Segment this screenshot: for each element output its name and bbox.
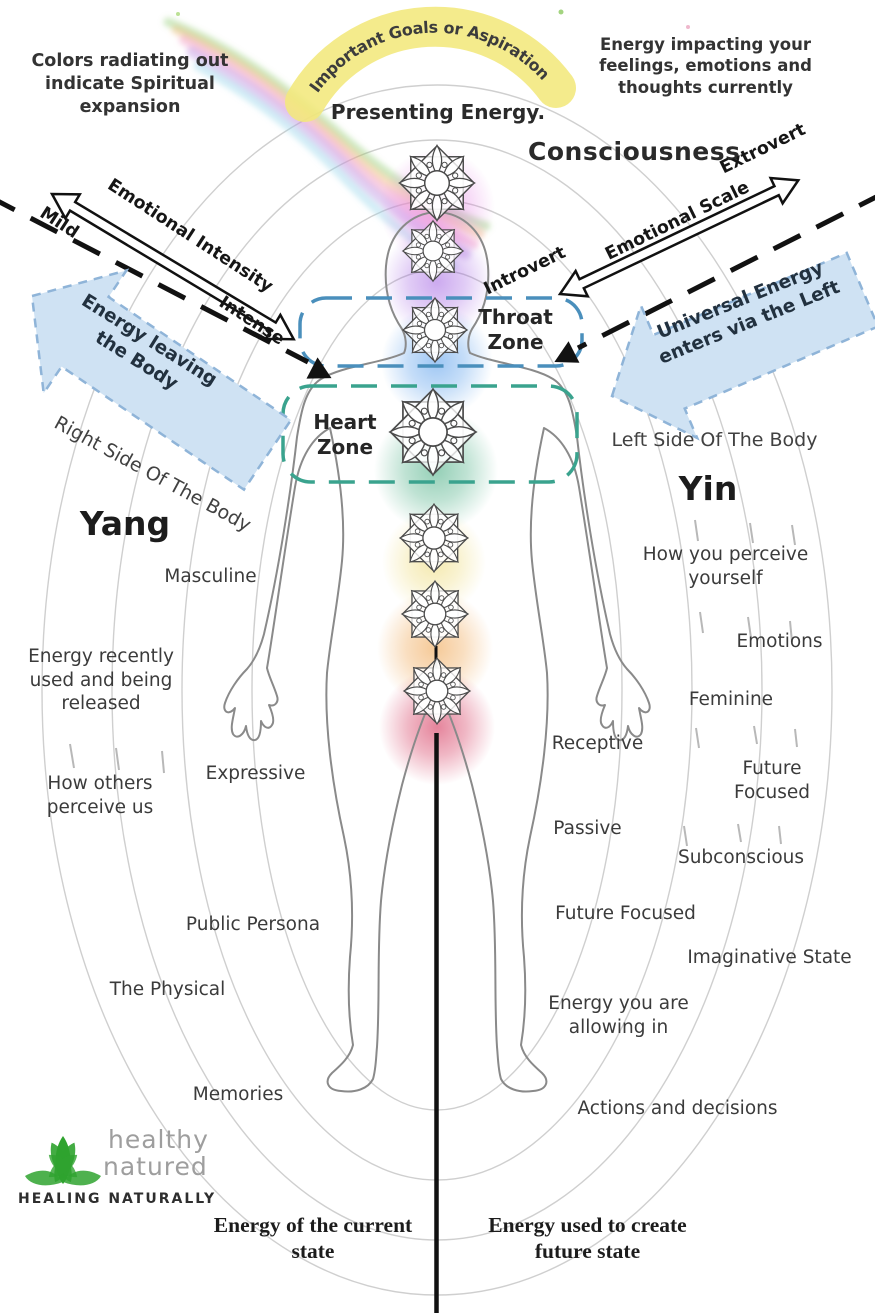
label-how-you-perceive: How you perceive yourself	[642, 544, 809, 589]
label-energy-allowing: Energy you are allowing in	[548, 993, 689, 1038]
label-imaginative-state: Imaginative State	[687, 947, 852, 968]
heart-zone-label: Heart Zone	[313, 410, 377, 459]
left-side-title: Left Side Of The Body	[611, 429, 818, 451]
label-memories: Memories	[192, 1084, 284, 1105]
solar-plexus-chakra-icon	[399, 503, 469, 573]
crown-chakra-icon	[398, 144, 476, 222]
label-expressive: Expressive	[205, 763, 306, 784]
bottom-current-state: Energy of the current state	[213, 1213, 413, 1264]
label-the-physical: The Physical	[109, 979, 226, 1000]
label-actions-decisions: Actions and decisions	[577, 1098, 778, 1119]
label-subconscious: Subconscious	[677, 847, 805, 868]
consciousness-title: Consciousness	[528, 137, 741, 166]
label-future-focused-lower: Future Focused	[555, 903, 696, 924]
label-receptive: Receptive	[551, 733, 644, 754]
lotus-logo-icon	[25, 1136, 101, 1186]
label-emotions: Emotions	[736, 631, 823, 652]
label-energy-recently: Energy recently used and being released	[28, 646, 174, 715]
logo-name-line2: natured	[103, 1152, 208, 1181]
root-chakra-icon	[403, 657, 471, 725]
bottom-future-state: Energy used to create future state	[488, 1213, 687, 1264]
logo-tagline: HEALING NATURALLY	[18, 1191, 217, 1207]
throat-zone-box	[298, 296, 584, 368]
note-energy-impacting: Energy impacting your feelings, emotions…	[599, 35, 812, 97]
third-eye-chakra-icon	[402, 220, 464, 282]
label-how-others: How others perceive us	[46, 773, 154, 818]
label-public-persona: Public Persona	[185, 914, 321, 935]
heart-zone-box	[281, 384, 579, 484]
label-feminine: Feminine	[688, 689, 774, 710]
ring-tick-marks	[69, 519, 798, 847]
dashed-guide-left	[0, 199, 332, 379]
label-passive: Passive	[553, 818, 622, 839]
grounding-line	[434, 646, 439, 1313]
color-specks	[176, 9, 690, 29]
energy-leaving-arrow	[30, 268, 293, 492]
throat-zone-label: Throat Zone	[478, 305, 553, 354]
universal-energy-arrow	[610, 251, 875, 441]
yin-label: Yin	[678, 469, 738, 508]
presenting-energy-title: Presenting Energy.	[330, 100, 546, 124]
sacral-chakra-icon	[401, 580, 469, 648]
note-spiritual-expansion: Colors radiating out indicate Spiritual …	[31, 51, 229, 117]
heart-chakra-icon	[388, 387, 478, 477]
throat-chakra-icon	[402, 297, 468, 363]
emotional-intensity-arrow	[49, 192, 296, 341]
yang-label: Yang	[79, 504, 171, 543]
logo-name-line1: healthy	[108, 1125, 209, 1154]
dashed-guide-right	[554, 194, 875, 363]
label-future-focused-upper: Future Focused	[734, 758, 810, 803]
emotional-scale-arrow	[557, 176, 801, 298]
goals-banner: Important Goals or Aspiration	[305, 18, 556, 102]
label-masculine: Masculine	[164, 566, 257, 587]
